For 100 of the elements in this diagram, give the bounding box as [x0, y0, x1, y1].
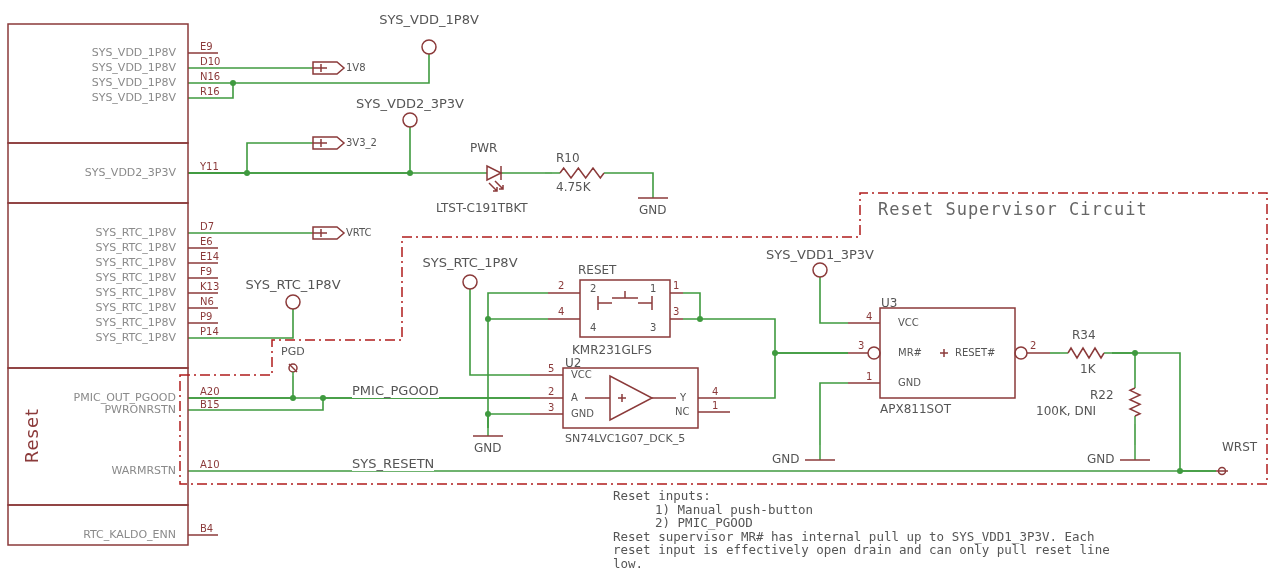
pin-number: D10: [200, 56, 221, 68]
supply-name: SYS_VDD_1P8V: [379, 12, 479, 27]
pin-name: SYS_RTC_1P8V: [95, 316, 176, 329]
wire: [729, 352, 849, 399]
component-ref: R34: [1072, 328, 1096, 342]
component-value: 100K, DNI: [1036, 404, 1097, 418]
wire: [187, 67, 314, 69]
pin-label: 1: [650, 283, 657, 295]
component-ref: R10: [556, 151, 580, 165]
ground-label: GND: [1087, 452, 1115, 466]
pin-number: 2: [1030, 340, 1037, 352]
pin-number: 3: [858, 340, 865, 352]
wire: [1111, 352, 1217, 472]
pin-label: RESET#: [955, 347, 996, 359]
pin-number: N6: [200, 296, 214, 308]
component-value: 4.75K: [556, 180, 591, 194]
wire: [187, 232, 314, 234]
pin-name: PWRONRSTN: [104, 403, 176, 416]
pin-label: A: [571, 392, 578, 404]
pin-number: 4: [866, 311, 873, 323]
section-title: Reset: [21, 407, 43, 464]
note-heading: Reset inputs:: [613, 489, 711, 503]
pin-number: E6: [200, 236, 213, 248]
pin-label: GND: [898, 377, 921, 389]
pin-name: SYS_RTC_1P8V: [95, 271, 176, 284]
pin-name: SYS_RTC_1P8V: [95, 256, 176, 269]
pin-number: F9: [200, 266, 213, 278]
pin-number: 3: [673, 306, 680, 318]
pin-name: WARMRSTN: [111, 464, 176, 477]
pin-label: Y: [680, 392, 687, 404]
pin-number: 4: [558, 306, 565, 318]
pin-number: 5: [548, 363, 555, 375]
supply-name: SYS_RTC_1P8V: [245, 277, 341, 292]
connector-label: WRST: [1222, 440, 1258, 454]
wire: [611, 172, 654, 191]
pin-number: P14: [200, 326, 219, 338]
pin-number: A20: [200, 386, 220, 398]
wire: [187, 172, 435, 174]
part-number: KMR231GLFS: [572, 343, 652, 357]
edge-label: SYS_RESETN: [352, 456, 435, 471]
wire: [187, 308, 294, 339]
pin-name: SYS_RTC_1P8V: [95, 301, 176, 314]
pin-number: P9: [200, 311, 213, 323]
pin-name: SYS_RTC_1P8V: [95, 241, 176, 254]
edge-label: PMIC_PGOOD: [352, 383, 439, 398]
pin-name: SYS_RTC_1P8V: [95, 226, 176, 239]
wire: [187, 53, 430, 99]
component-ref: RESET: [578, 263, 617, 277]
pin-number: K13: [200, 281, 220, 293]
component-ref: U3: [881, 296, 898, 310]
pin-number: E14: [200, 251, 220, 263]
component-ref: R22: [1090, 388, 1114, 402]
pin-name: SYS_RTC_1P8V: [95, 286, 176, 299]
wire: [1134, 423, 1136, 446]
pin-number: 1: [866, 371, 873, 383]
pin-label: NC: [675, 406, 690, 418]
pin-number: 2: [548, 386, 555, 398]
part-number: LTST-C191TBKT: [436, 201, 528, 215]
pin-name: PMIC_OUT_PGOOD: [73, 391, 176, 404]
pin-label: MR#: [898, 347, 922, 359]
supply-name: SYS_RTC_1P8V: [422, 255, 518, 270]
wire: [187, 397, 531, 411]
pin-number: E9: [200, 41, 213, 53]
pin-name: SYS_VDD_1P8V: [91, 91, 176, 104]
pin-name: SYS_VDD2_3P3V: [84, 166, 176, 179]
pin-name: RTC_KALDO_ENN: [83, 528, 176, 541]
ground-label: GND: [772, 452, 800, 466]
note-paragraph: Reset supervisor MR# has internal pull up to SYS_VDD1_3P3V. Each reset input is effectively open drain and can only pull reset line low.: [613, 529, 1111, 570]
pin-number: B15: [200, 399, 220, 411]
wire: [544, 172, 553, 174]
pin-number: 1: [712, 400, 719, 412]
supply-name: SYS_VDD2_3P3V: [356, 96, 464, 111]
pin-number: 4: [712, 386, 719, 398]
frame-title: Reset Supervisor Circuit: [878, 199, 1148, 219]
part-number: SN74LVC1G07_DCK_5: [565, 432, 686, 445]
pin-name: SYS_VDD_1P8V: [91, 61, 176, 74]
wire: [469, 288, 531, 376]
pin-number: N16: [200, 71, 221, 83]
note-item: 2) PMIC_PGOOD: [655, 516, 753, 530]
component-value: 1K: [1080, 362, 1096, 376]
pin-label: VCC: [898, 317, 919, 329]
pin-name: SYS_VDD_1P8V: [91, 46, 176, 59]
net-name: 3V3_2: [346, 137, 377, 149]
wire: [819, 382, 849, 446]
wire: [1049, 352, 1061, 354]
supply-name: SYS_VDD1_3P3V: [766, 247, 874, 262]
component-ref: PWR: [470, 141, 498, 155]
pin-label: GND: [571, 408, 594, 420]
wire: [819, 276, 849, 324]
pin-number: 3: [548, 402, 555, 414]
pin-number: A10: [200, 459, 220, 471]
pin-number: B4: [200, 523, 214, 535]
pin-number: 1: [673, 280, 680, 292]
pin-label: VCC: [571, 369, 592, 381]
part-number: APX811SOT: [880, 402, 951, 416]
net-name: 1V8: [346, 62, 366, 74]
pin-number: 2: [558, 280, 565, 292]
pin-label: 4: [590, 322, 597, 334]
pin-label: 2: [590, 283, 597, 295]
pin-number: Y11: [200, 161, 219, 173]
